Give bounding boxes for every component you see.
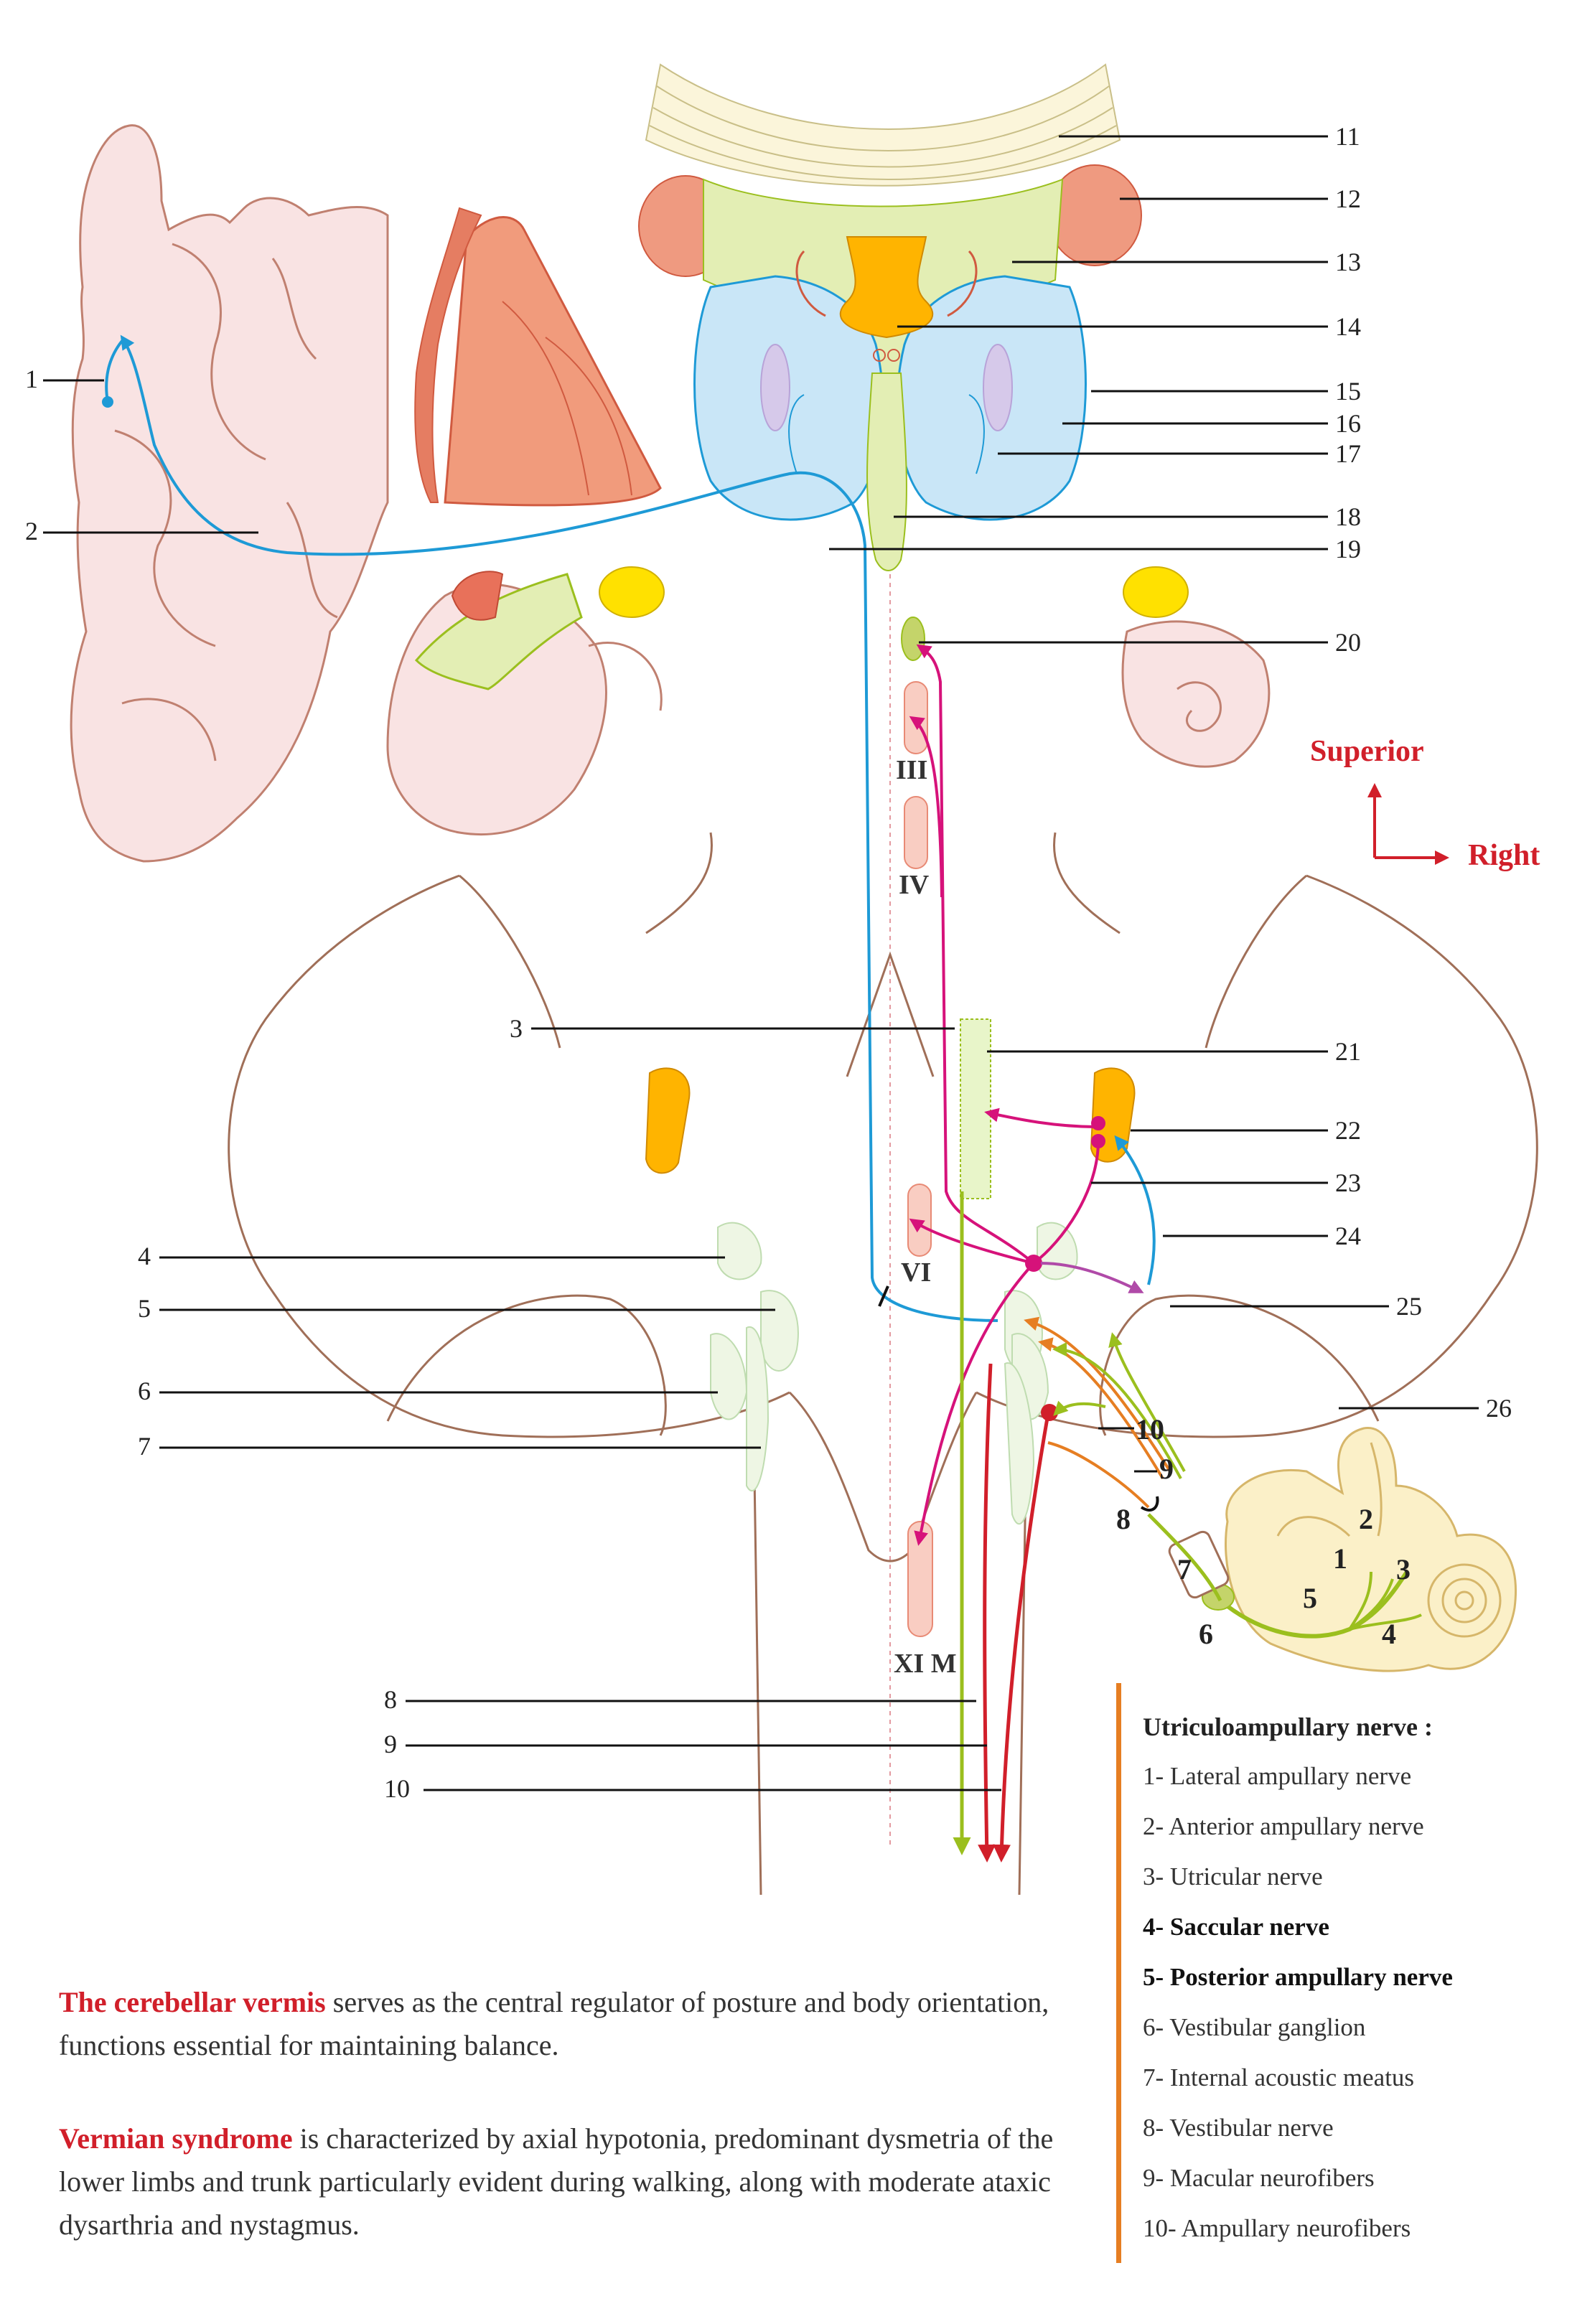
label-19: 19 — [1335, 535, 1361, 563]
label-25: 25 — [1396, 1292, 1422, 1321]
vestibular-nerve-fibers — [1024, 1316, 1186, 1509]
amygdala-left — [451, 571, 504, 621]
label-26: 26 — [1486, 1394, 1512, 1423]
ear-label-8: 8 — [1116, 1503, 1131, 1535]
ear-label-4: 4 — [1382, 1618, 1396, 1650]
legend-item: 8- Vestibular nerve — [1143, 2114, 1334, 2142]
label-24: 24 — [1335, 1222, 1361, 1250]
label-13: 13 — [1335, 248, 1361, 276]
legend: Utriculoampullary nerve : 1- Lateral amp… — [1116, 1683, 1595, 2263]
legend-item: 5- Posterior ampullary nerve — [1143, 1963, 1453, 1991]
nucleus-III-label: III — [896, 755, 927, 785]
eye-movement-pathway — [909, 644, 1105, 1546]
label-10: 10 — [384, 1774, 410, 1803]
vermian-syndrome-description: Vermian syndrome is characterized by axi… — [59, 2117, 1064, 2246]
legend-item: 4- Saccular nerve — [1143, 1913, 1329, 1941]
callouts-right: 11 12 13 14 15 16 17 18 19 20 21 22 23 2… — [829, 122, 1512, 1423]
vermis-description: The cerebellar vermis serves as the cent… — [59, 1981, 1064, 2067]
label-11: 11 — [1335, 122, 1360, 151]
nucleus-VI-label: VI — [901, 1257, 931, 1288]
nucleus-XIM-label: XI M — [894, 1649, 957, 1679]
legend-item: 7- Internal acoustic meatus — [1143, 2063, 1415, 2091]
right-label: Right — [1468, 839, 1540, 872]
legend-item: 1- Lateral ampullary nerve — [1143, 1762, 1412, 1790]
ear-label-5: 5 — [1303, 1582, 1317, 1614]
label-9: 9 — [384, 1730, 397, 1758]
label-20: 20 — [1335, 628, 1361, 657]
inner-ear — [1147, 1427, 1517, 1672]
label-2: 2 — [25, 517, 38, 545]
temporal-gyrus-right — [1121, 620, 1271, 768]
callouts-left: 1 2 3 4 5 6 7 8 9 10 — [25, 365, 1001, 1803]
interstitial-nucleus — [901, 617, 925, 661]
mammillary-left — [599, 566, 665, 618]
label-8: 8 — [384, 1685, 397, 1714]
label-16: 16 — [1335, 409, 1361, 438]
vestibulospinal-pathways — [953, 1191, 1058, 1863]
legend-item: 3- Utricular nerve — [1143, 1863, 1323, 1890]
cortical-projection-pathway — [102, 334, 1156, 1322]
label-5: 5 — [138, 1294, 151, 1323]
syndrome-highlight: Vermian syndrome — [59, 2122, 293, 2155]
label-23: 23 — [1335, 1168, 1361, 1197]
nucleus-IV-label: IV — [899, 870, 930, 900]
purple-pathway — [1040, 1262, 1144, 1293]
cerebral-cortex — [70, 124, 663, 863]
label-4: 4 — [138, 1242, 151, 1270]
corpus-callosum — [645, 63, 1121, 187]
ear-label-3: 3 — [1396, 1553, 1411, 1585]
legend-item: 6- Vestibular ganglion — [1143, 2013, 1366, 2041]
label-17: 17 — [1335, 439, 1361, 468]
label-6: 6 — [138, 1377, 151, 1405]
syndrome-text: is characterized by axial hypotonia, pre… — [59, 2122, 1054, 2241]
label-15: 15 — [1335, 377, 1361, 406]
lentiform-nucleus — [414, 207, 662, 507]
fornix — [795, 236, 978, 362]
thalamus — [693, 275, 1087, 521]
ear-label-7: 7 — [1177, 1553, 1192, 1585]
ear-callouts: 10 9 8 7 6 5 4 3 2 1 — [1098, 1413, 1411, 1650]
label-12: 12 — [1335, 184, 1361, 213]
ear-label-6: 6 — [1199, 1618, 1213, 1650]
legend-title: Utriculoampullary nerve : — [1143, 1712, 1433, 1741]
label-21: 21 — [1335, 1037, 1361, 1066]
legend-item: 2- Anterior ampullary nerve — [1143, 1812, 1424, 1840]
label-22: 22 — [1335, 1116, 1361, 1145]
label-14: 14 — [1335, 312, 1361, 341]
dentate-nucleus-left — [645, 1067, 691, 1174]
tick-mark-VI — [878, 1285, 889, 1307]
ear-label-10: 10 — [1136, 1413, 1164, 1446]
superior-label: Superior — [1310, 735, 1424, 768]
third-ventricle — [866, 373, 907, 571]
label-3: 3 — [510, 1014, 523, 1043]
vermis-text: serves as the central regulator of postu… — [59, 1986, 1049, 2061]
label-1: 1 — [25, 365, 38, 393]
mammillary-right — [1123, 566, 1189, 618]
label-7: 7 — [138, 1432, 151, 1461]
vestibular-nuclei — [710, 1222, 1078, 1524]
ear-label-9: 9 — [1159, 1453, 1174, 1485]
ear-label-2: 2 — [1359, 1503, 1373, 1535]
direction-indicator: Superior Right — [1310, 735, 1540, 872]
vermis-highlight: The cerebellar vermis — [59, 1986, 326, 2018]
ear-label-1: 1 — [1333, 1542, 1347, 1575]
label-18: 18 — [1335, 502, 1361, 531]
legend-item: 10- Ampullary neurofibers — [1143, 2214, 1411, 2242]
mlf-bundle — [960, 1018, 991, 1199]
legend-item: 9- Macular neurofibers — [1143, 2164, 1375, 2192]
